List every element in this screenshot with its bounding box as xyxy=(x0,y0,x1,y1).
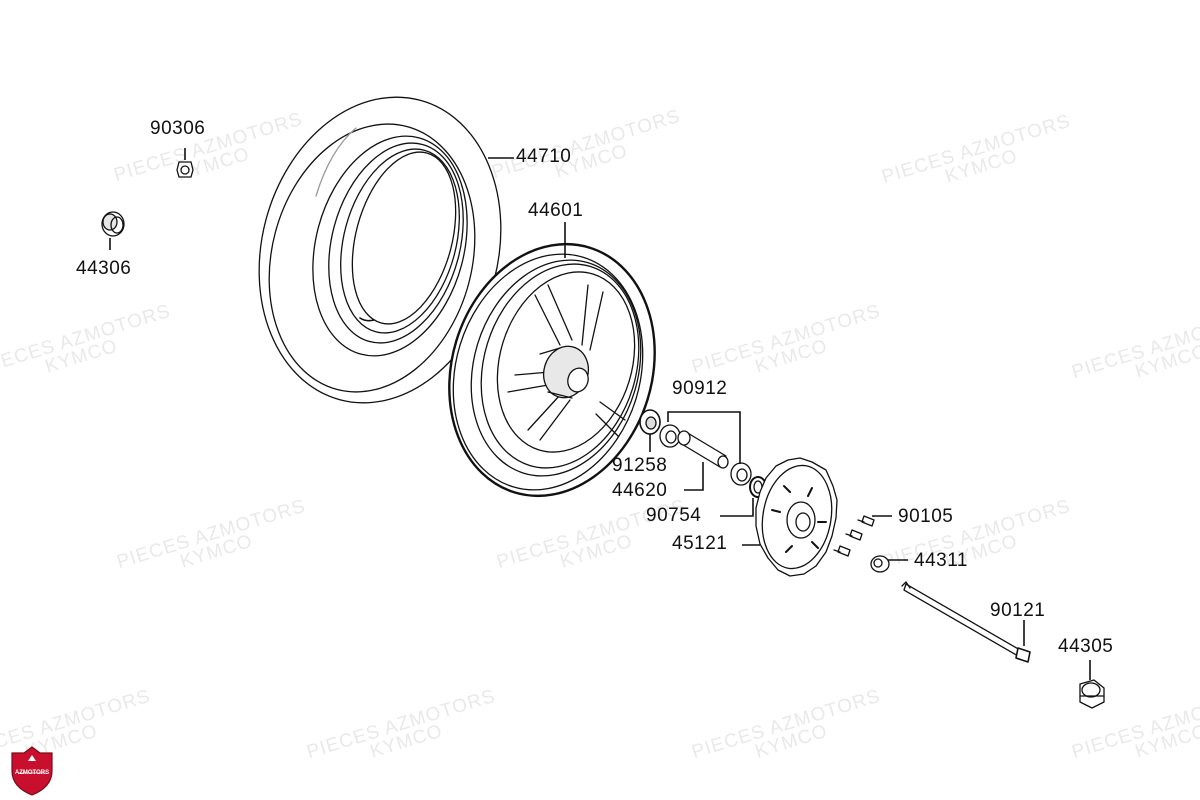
tire-valve-nut[interactable] xyxy=(176,161,194,178)
part-label-44620[interactable]: 44620 xyxy=(612,480,668,501)
part-label-44601[interactable]: 44601 xyxy=(528,200,584,221)
bearing[interactable] xyxy=(659,424,681,448)
part-label-44311[interactable]: 44311 xyxy=(914,550,968,571)
collar[interactable] xyxy=(870,555,890,573)
disc-bolts[interactable] xyxy=(833,515,875,557)
part-label-44305[interactable]: 44305 xyxy=(1058,636,1114,657)
part-label-44710[interactable]: 44710 xyxy=(516,146,572,167)
logo-text: AZMOTORS xyxy=(14,770,50,776)
part-label-90121[interactable]: 90121 xyxy=(990,600,1046,621)
brake-disc[interactable] xyxy=(754,457,839,577)
spacer[interactable] xyxy=(677,430,729,469)
azmotors-logo xyxy=(11,746,53,796)
part-label-90912[interactable]: 90912 xyxy=(672,378,728,399)
seal[interactable] xyxy=(639,409,661,435)
axle[interactable] xyxy=(901,581,1031,663)
rim[interactable] xyxy=(419,218,685,521)
axle-nut[interactable] xyxy=(1079,679,1105,709)
part-label-90754[interactable]: 90754 xyxy=(646,505,702,526)
leader-lines xyxy=(109,148,1091,680)
valve-collar[interactable] xyxy=(101,211,125,237)
part-label-90105[interactable]: 90105 xyxy=(898,506,954,527)
part-label-44306[interactable]: 44306 xyxy=(76,258,132,279)
part-label-91258[interactable]: 91258 xyxy=(612,455,668,476)
part-label-45121[interactable]: 45121 xyxy=(672,533,728,554)
part-label-90306[interactable]: 90306 xyxy=(150,118,206,139)
bearing-2[interactable] xyxy=(730,462,752,486)
